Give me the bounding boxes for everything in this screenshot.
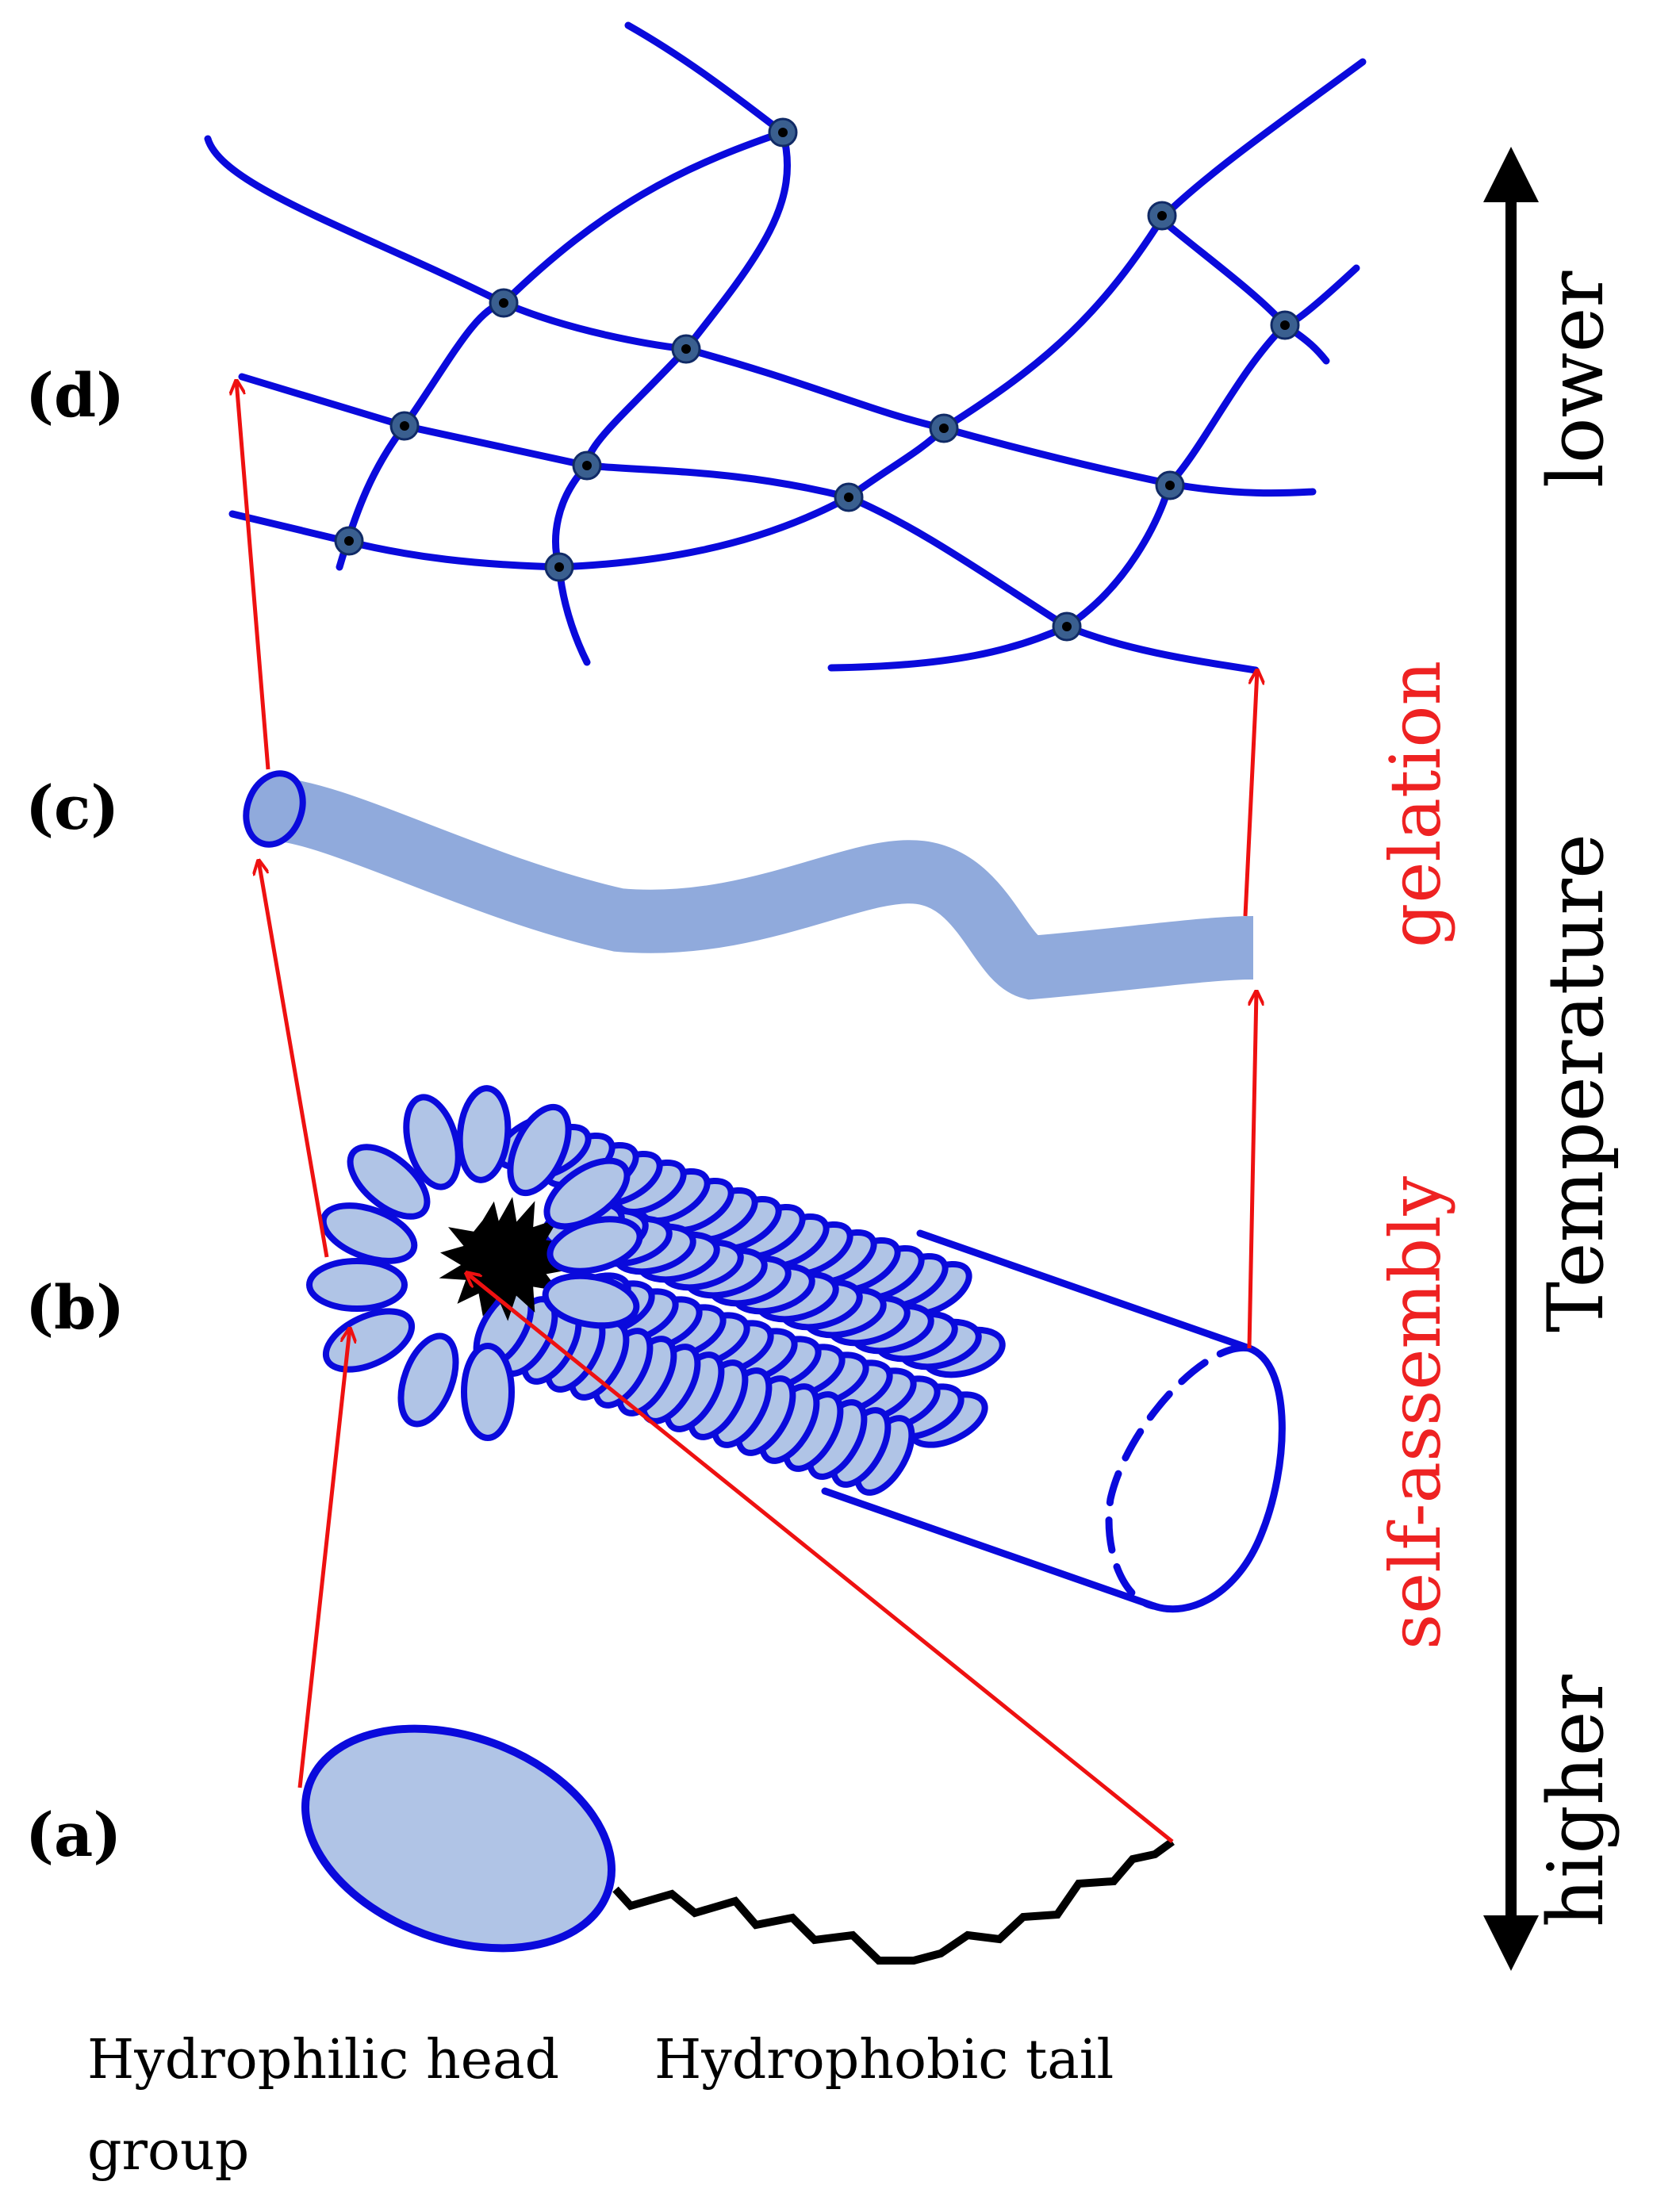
network-junctions bbox=[334, 117, 1300, 642]
head-group-ellipse bbox=[456, 1085, 512, 1183]
micelle-head-groups bbox=[473, 1114, 1006, 1496]
network-fiber bbox=[336, 128, 787, 571]
arrow-tail-to-core bbox=[466, 1273, 1174, 1843]
head-group-ellipse bbox=[461, 1343, 515, 1441]
network-fiber bbox=[204, 135, 1317, 497]
higher-label: higher bbox=[1532, 1674, 1620, 1927]
process-labels: self-assembly gelation bbox=[1375, 661, 1456, 1650]
arrow-up-head bbox=[1483, 147, 1539, 202]
fiber-body bbox=[268, 777, 1254, 1000]
fiber-end-cap bbox=[243, 770, 306, 848]
stage-label-c: (c) bbox=[25, 772, 119, 843]
arrow-head-to-micelle bbox=[297, 1328, 350, 1788]
fiber-c bbox=[243, 770, 1254, 1000]
hydrophobic-tail-zigzag bbox=[612, 1838, 1175, 1965]
stage-label-d: (d) bbox=[25, 360, 125, 431]
network-fiber bbox=[238, 373, 1260, 674]
head-group-ellipse bbox=[347, 1144, 431, 1220]
head-group-ellipse bbox=[547, 1216, 643, 1275]
head-group-ellipse bbox=[397, 1332, 459, 1428]
arrow-down-head bbox=[1483, 1915, 1539, 1971]
temperature-label: Temperature bbox=[1532, 834, 1620, 1332]
micelle-front-ring bbox=[306, 1085, 643, 1441]
process-arrows bbox=[236, 381, 1257, 1843]
gelation-label: gelation bbox=[1375, 661, 1456, 948]
head-group-ellipse bbox=[306, 1258, 408, 1312]
surfactant-molecule bbox=[301, 1724, 1175, 1965]
part-captions: Hydrophilic head group Hydrophobic tail bbox=[87, 2029, 1114, 2183]
head-caption-line2: group bbox=[87, 2120, 249, 2183]
head-group-ellipse bbox=[507, 1103, 572, 1197]
hydrophilic-head-ellipse bbox=[301, 1724, 616, 1953]
head-group-ellipse bbox=[403, 1094, 462, 1190]
head-group-ellipse bbox=[543, 1157, 631, 1230]
arrow-fiber-to-network-left bbox=[236, 381, 270, 770]
micelle-cylinder-outline bbox=[821, 1229, 1286, 1613]
axis-labels: higher Temperature lower bbox=[1532, 271, 1620, 1927]
cylindrical-micelle bbox=[306, 1085, 1286, 1613]
tail-caption: Hydrophobic tail bbox=[654, 2029, 1114, 2091]
stage-label-a: (a) bbox=[25, 1800, 121, 1870]
arrow-fiber-to-network-right bbox=[1243, 670, 1257, 917]
stage-labels: (d) (c) (b) (a) bbox=[25, 360, 125, 1870]
head-caption-line1: Hydrophilic head bbox=[87, 2029, 559, 2091]
head-group-ellipse bbox=[320, 1202, 418, 1264]
lower-label: lower bbox=[1532, 271, 1620, 488]
arrow-micelle-to-fiber-right bbox=[1247, 991, 1256, 1349]
arrow-micelle-to-fiber bbox=[259, 861, 329, 1258]
stage-label-b: (b) bbox=[25, 1272, 125, 1343]
network-fiber bbox=[1156, 214, 1330, 365]
network-fiber bbox=[228, 58, 1367, 571]
temperature-axis bbox=[1483, 147, 1539, 1971]
self-assembly-label: self-assembly bbox=[1375, 1176, 1456, 1650]
head-group-ellipse bbox=[542, 1272, 640, 1329]
